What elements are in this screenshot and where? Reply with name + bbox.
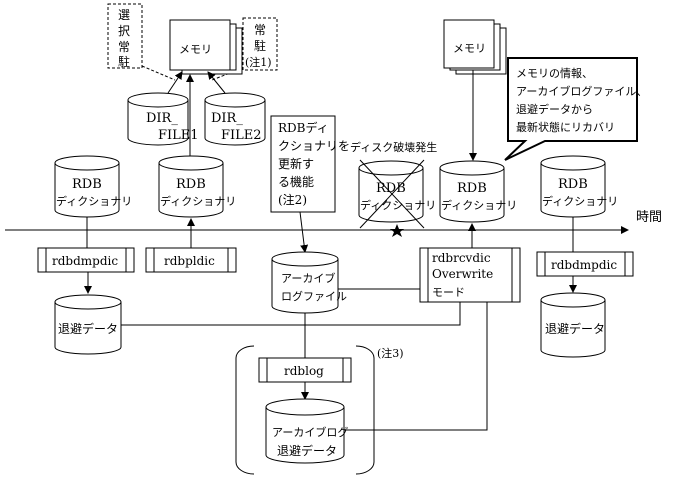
- dir-file1-label: FILE1: [158, 128, 199, 143]
- rdb-dict-broken: RDB ディクショナリ: [358, 159, 436, 229]
- note-line: る機能: [278, 174, 314, 189]
- memory-left: メモリ: [169, 19, 243, 75]
- rdb-label: RDB: [558, 177, 588, 192]
- rdb-dict-1: RDB ディクショナリ: [54, 155, 132, 218]
- line-archive-backup-rcv: [344, 302, 488, 431]
- archive-backup: アーカイブログ 退避データ: [265, 398, 348, 464]
- rdb-label: RDB: [457, 181, 487, 196]
- arrow-file2-memory: [207, 71, 226, 94]
- archive-label: ログファイル: [281, 289, 347, 303]
- dict-label: ディクショナリ: [542, 194, 618, 208]
- note-line: RDBディ: [278, 120, 329, 135]
- note-char: (注1): [245, 55, 272, 69]
- rdb-dict-2: RDB ディクショナリ: [158, 155, 236, 218]
- cmd-rdbdmpdic-right: rdbdmpdic: [536, 251, 634, 277]
- failure-star-icon: [390, 224, 404, 237]
- note-line: クショナリを: [278, 139, 350, 153]
- archive-log-file: アーカイブ ログファイル: [271, 251, 347, 314]
- backup-data-right: 退避データ: [540, 292, 606, 358]
- disk-failure-label: ディスク破壊発生: [350, 140, 437, 154]
- note-char: 常: [118, 40, 130, 54]
- note-char: 駐: [118, 54, 130, 69]
- time-label: 時間: [636, 210, 662, 225]
- cross-line-icon: [359, 159, 425, 229]
- backup-data-left: 退避データ: [54, 294, 122, 355]
- cmd-rdbdmpdic-left: rdbdmpdic: [37, 247, 135, 273]
- dict-label: ディクショナリ: [360, 198, 436, 212]
- memory-right: メモリ: [443, 19, 507, 75]
- dict-label: ディクショナリ: [441, 198, 517, 212]
- dir-file1-cylinder: DIR_ FILE1: [127, 92, 199, 146]
- archive-backup-label: アーカイブログ: [272, 425, 348, 439]
- note-line: (注2): [278, 192, 307, 207]
- backup-label: 退避データ: [545, 321, 605, 336]
- dict-label: ディクショナリ: [56, 194, 132, 208]
- dir-file2-cylinder: DIR_ FILE2: [204, 92, 266, 146]
- rdb-dict-5: RDB ディクショナリ: [540, 155, 618, 218]
- dir-file2-label: FILE2: [221, 128, 262, 143]
- rdb-label: RDB: [176, 177, 206, 192]
- rdb-label: RDB: [72, 177, 102, 192]
- dict-label: ディクショナリ: [160, 194, 236, 208]
- archive-backup-label: 退避データ: [277, 443, 337, 458]
- dir-file2-label: DIR_: [211, 111, 243, 126]
- callout-line: 退避データから: [516, 102, 593, 116]
- select-resident-note: 選 択 常 駐: [107, 3, 176, 81]
- callout-line: メモリの情報、: [516, 67, 593, 80]
- arrow-note-archive: [299, 211, 309, 253]
- cmd-rdblog: rdblog: [258, 357, 352, 383]
- cmd-label: rdblog: [284, 364, 324, 378]
- memory-right-label: メモリ: [453, 42, 486, 55]
- resident-note: 常 駐 (注1): [211, 17, 278, 81]
- note3-region: (注3): [235, 345, 404, 475]
- note-char: 常: [254, 23, 266, 37]
- cmd-label: rdbrcvdic: [432, 251, 491, 265]
- time-axis: 時間: [5, 210, 662, 237]
- cmd-label: rdbdmpdic: [52, 254, 118, 268]
- cmd-label: rdbdmpdic: [551, 258, 617, 272]
- archive-label: アーカイブ: [281, 271, 335, 285]
- rdb-label: RDB: [376, 181, 406, 196]
- callout-line: 最新状態にリカバリ: [516, 120, 615, 134]
- line-backup-rcv: [121, 302, 461, 326]
- cmd-label: rdbpldic: [164, 254, 215, 268]
- note-char: 択: [118, 24, 130, 38]
- note3-label: (注3): [377, 346, 404, 360]
- cmd-rdbpldic: rdbpldic: [145, 247, 237, 273]
- dir-file1-label: DIR_: [146, 111, 178, 126]
- note-char: 選: [118, 8, 130, 22]
- note-line: 更新す: [278, 156, 314, 171]
- backup-label: 退避データ: [58, 321, 118, 336]
- memory-left-label: メモリ: [179, 43, 212, 56]
- cmd-rdbrcvdic: rdbrcvdic Overwrite モード: [419, 247, 521, 303]
- cmd-label: Overwrite: [432, 267, 493, 281]
- rdb-update-note: RDBディ クショナリを 更新す る機能 (注2): [270, 115, 350, 213]
- note-char: 駐: [254, 38, 266, 53]
- cmd-label: モード: [432, 286, 465, 299]
- arrow-file1-memory: [167, 71, 183, 94]
- callout-line: アーカイブログファイル、: [516, 84, 647, 98]
- rdb-dict-recovered: RDB ディクショナリ: [439, 160, 517, 223]
- recovery-callout: メモリの情報、 アーカイブログファイル、 退避データから 最新状態にリカバリ: [504, 57, 647, 161]
